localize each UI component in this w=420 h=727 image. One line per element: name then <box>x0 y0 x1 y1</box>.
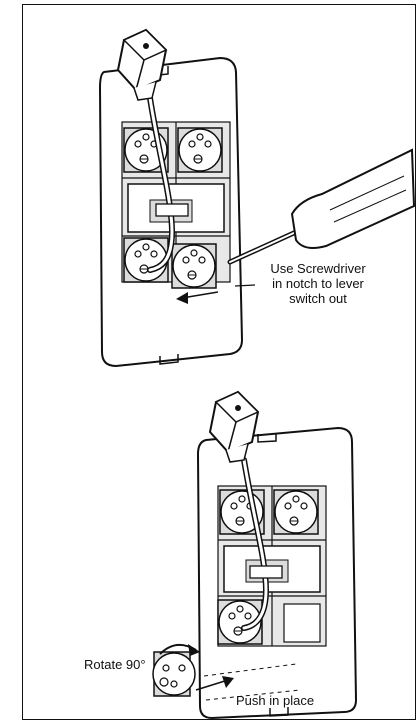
bottom-socket-upper-right <box>273 489 319 535</box>
push-arrow-icon <box>195 663 301 701</box>
top-socket-upper-right <box>177 127 223 173</box>
screwdriver-callout: Use Screwdriver in notch to lever switch… <box>258 261 378 306</box>
callout-line-1: Use Screwdriver <box>270 261 366 276</box>
top-socket-released <box>171 243 217 289</box>
rotate-arrow-icon <box>159 643 200 656</box>
top-socket-lower-left <box>123 237 169 283</box>
lever-direction-arrow <box>176 291 219 304</box>
callout-leader <box>234 284 256 287</box>
push-label: Push in place <box>236 693 315 708</box>
top-cable <box>147 95 189 273</box>
screwdriver-icon <box>227 148 416 265</box>
bottom-cable <box>241 457 283 631</box>
callout-line-2: in notch to lever <box>272 276 364 291</box>
rotate-label: Rotate 90° <box>84 657 146 672</box>
rotated-module-icon <box>152 651 196 697</box>
callout-line-3: switch out <box>289 291 347 306</box>
